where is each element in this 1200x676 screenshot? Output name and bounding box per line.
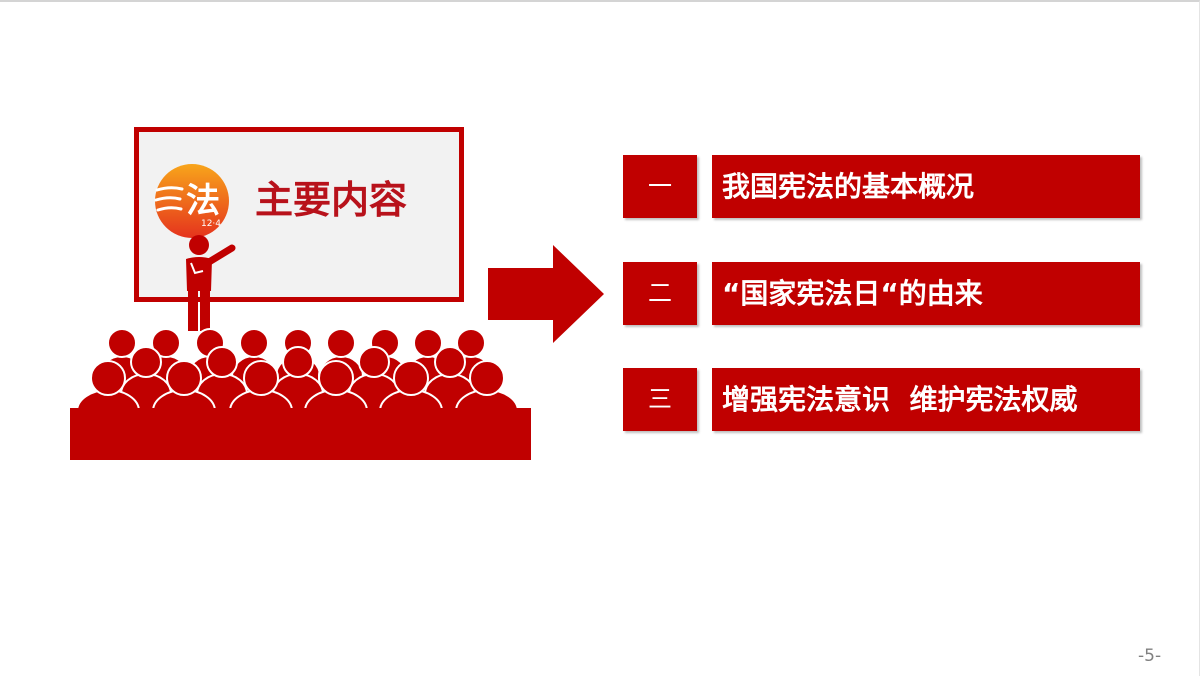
agenda-number: 一 <box>623 155 697 218</box>
agenda-label: “国家宪法日“的由来 <box>712 262 1140 325</box>
agenda-item: 三 增强宪法意识 维护宪法权威 <box>623 368 1141 431</box>
logo-stripe <box>154 196 182 202</box>
logo-stripe <box>156 206 183 212</box>
audience-member-head <box>434 346 466 378</box>
logo-circle <box>155 164 229 238</box>
audience-member-head <box>413 328 443 358</box>
audience-member-head <box>90 360 126 396</box>
audience-member-head <box>166 360 202 396</box>
audience-member-head <box>243 360 279 396</box>
agenda-label: 增强宪法意识 维护宪法权威 <box>712 368 1140 431</box>
page-number: -5- <box>1138 646 1162 666</box>
audience-member-head <box>239 328 269 358</box>
audience-member-head <box>282 346 314 378</box>
audience-member-head <box>456 328 486 358</box>
agenda-label: 我国宪法的基本概况 <box>712 155 1140 218</box>
audience-member-head <box>393 360 429 396</box>
audience-member-head <box>107 328 137 358</box>
audience-stand <box>70 408 531 460</box>
presenter-audience-illustration: 法 12·4 <box>70 127 604 460</box>
agenda-number: 二 <box>623 262 697 325</box>
agenda-number: 三 <box>623 368 697 431</box>
presenter-pointing-arm <box>205 244 236 266</box>
agenda-item: 二 “国家宪法日“的由来 <box>623 262 1141 325</box>
presenter-leg <box>188 289 198 331</box>
audience-member-head <box>151 328 181 358</box>
logo-character: 法 <box>186 181 220 221</box>
agenda-item: 一 我国宪法的基本概况 <box>623 155 1141 218</box>
audience-member-head <box>318 360 354 396</box>
audience-member-head <box>130 346 162 378</box>
board-title: 主要内容 <box>255 178 408 222</box>
presenter-icon <box>186 235 236 331</box>
presenter-leg <box>200 289 210 331</box>
law-day-logo-icon: 法 12·4 <box>154 164 229 238</box>
audience-member-head <box>358 346 390 378</box>
presenter-microphone-arm <box>190 262 204 275</box>
audience-member-head <box>326 328 356 358</box>
logo-date: 12·4 <box>201 219 221 229</box>
audience-member-head <box>469 360 505 396</box>
arrow-right-icon <box>488 245 604 343</box>
presenter-head <box>189 235 209 255</box>
audience-member-head <box>206 346 238 378</box>
logo-stripe <box>155 186 184 192</box>
